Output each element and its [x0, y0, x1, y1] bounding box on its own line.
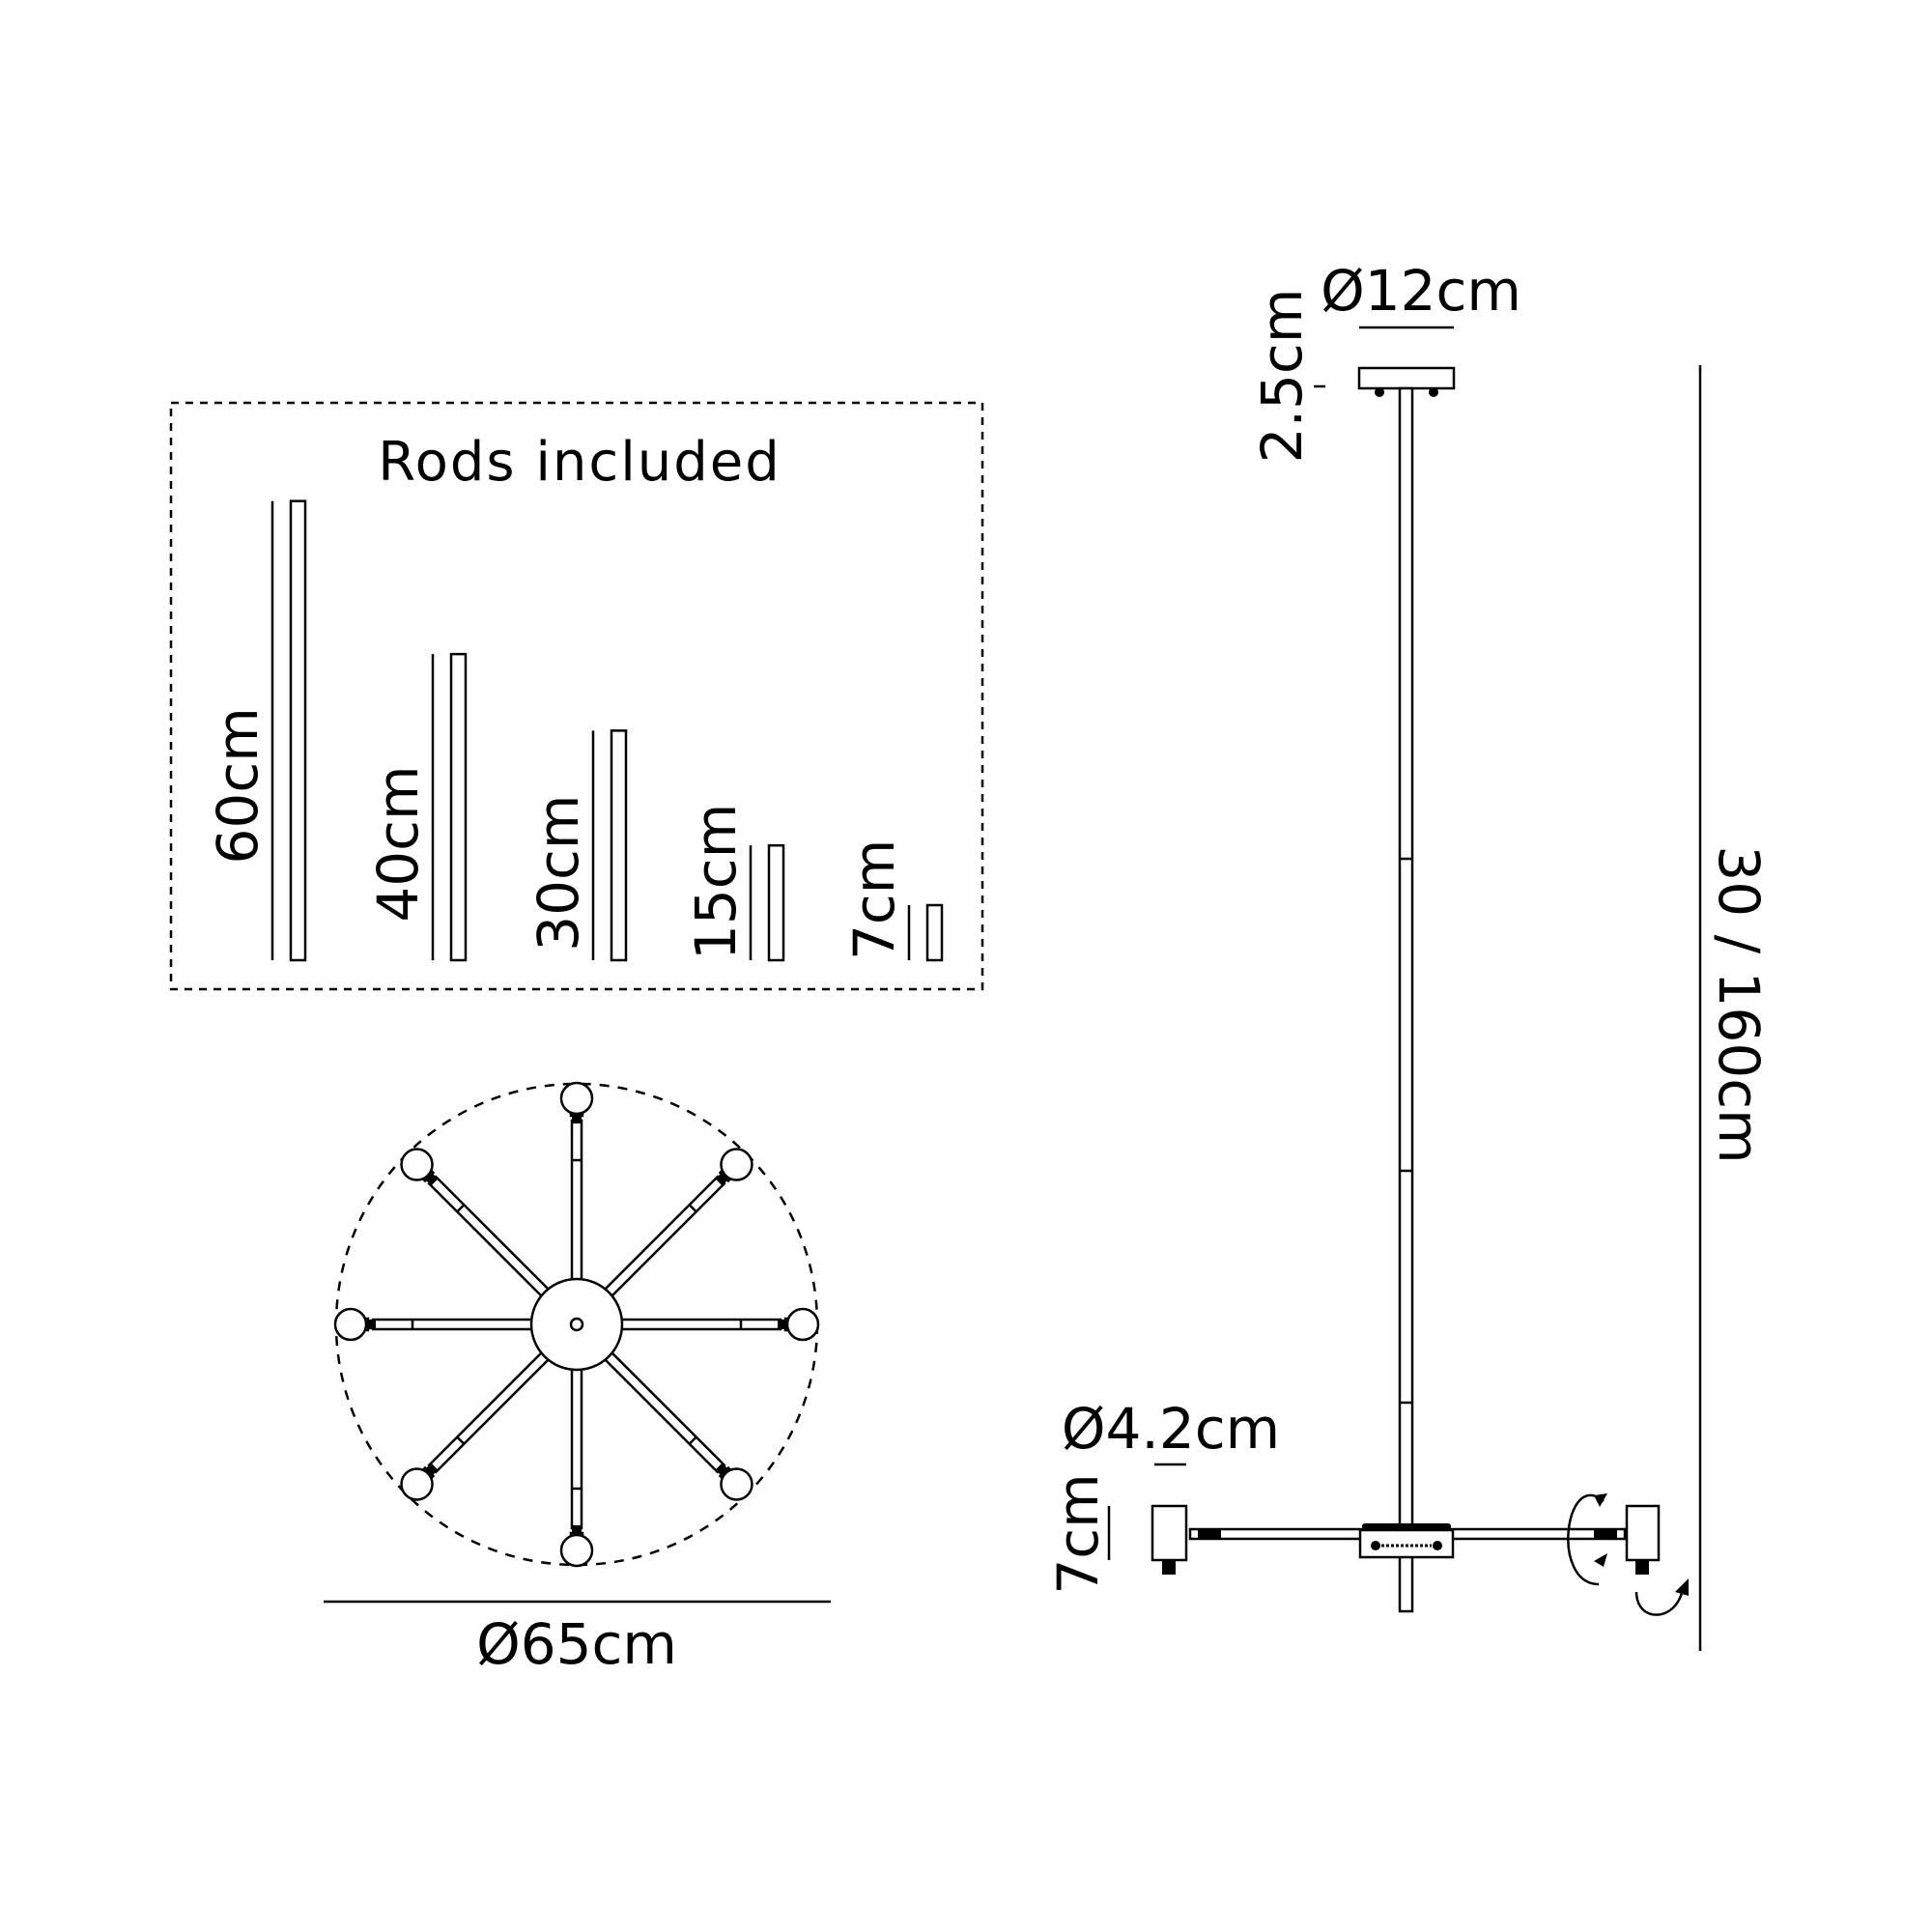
arm-joint: [688, 1435, 697, 1445]
rod-15cm: [767, 843, 785, 962]
hub-bolt: [1433, 1541, 1442, 1550]
arm-knurl: [778, 1320, 787, 1329]
bulb: [785, 1307, 820, 1342]
bulb: [720, 1148, 753, 1181]
rod-30cm: [610, 729, 628, 962]
arm: [602, 1148, 753, 1299]
dashed-panel-border: [169, 401, 984, 991]
arm-rod: [570, 1119, 583, 1283]
rod-7cm: [925, 903, 944, 962]
arm-knurl-left: [1198, 1529, 1221, 1539]
arm: [400, 1148, 552, 1299]
arm-rod: [570, 1366, 583, 1530]
rod-label: 60cm: [205, 707, 270, 864]
arm-joint: [688, 1204, 697, 1213]
arrowhead-icon: [1675, 1578, 1689, 1596]
arm-rod: [602, 1350, 726, 1474]
suspension-rod: [1398, 386, 1414, 1613]
tilt-arrow-icon: [1634, 1588, 1685, 1616]
left-bulb-base: [1162, 1560, 1176, 1575]
canopy-diameter-label: Ø12cm: [1321, 258, 1521, 324]
diameter-label: Ø65cm: [476, 1611, 677, 1677]
rod-label: 7cm: [841, 839, 907, 960]
rods-included-panel: Rods included 60cm 40cm 30cm 15cm 7cm: [169, 401, 984, 991]
arm-rod: [427, 1350, 552, 1474]
rod-label: 15cm: [683, 804, 749, 960]
arm-joint: [456, 1435, 466, 1445]
bulb: [559, 1533, 594, 1568]
arm: [400, 1350, 552, 1501]
arm: [602, 1350, 753, 1501]
top-view: Ø65cm: [324, 1081, 831, 1677]
arm: [618, 1307, 820, 1342]
rod-60cm: [289, 499, 307, 962]
rod-label: 40cm: [365, 765, 431, 922]
rod-40cm: [449, 652, 468, 962]
arm: [333, 1307, 535, 1342]
canopy-height-label: 2.5cm: [1249, 289, 1315, 464]
bulb: [559, 1081, 594, 1116]
arm-rod: [427, 1175, 552, 1299]
hub-top: [1362, 1523, 1451, 1530]
drop-label: 30 / 160cm: [1706, 845, 1772, 1163]
bulb: [720, 1467, 753, 1501]
side-view: Ø12cm 2.5cm Ø4.2cm 7cm: [1045, 258, 1772, 1651]
hub-center: [569, 1317, 584, 1332]
rod-label: 30cm: [526, 795, 591, 952]
hub-bolt: [1371, 1541, 1380, 1550]
arrowhead-icon: [1594, 1553, 1607, 1567]
ceiling-canopy: [1357, 366, 1456, 390]
left-shade: [1151, 1504, 1188, 1562]
bulb: [400, 1467, 434, 1501]
rotate-arrow-icon: [1567, 1493, 1605, 1586]
arm-rod: [618, 1318, 782, 1331]
arm-knurl: [366, 1320, 376, 1329]
canopy-screw: [1429, 387, 1438, 397]
canopy-screw: [1375, 387, 1384, 397]
arm-rod: [602, 1175, 726, 1299]
shade-height-label: 7cm: [1045, 1473, 1111, 1594]
bulb: [400, 1148, 434, 1181]
arm-joint: [456, 1204, 466, 1213]
right-bulb-base: [1635, 1560, 1649, 1575]
rods-title: Rods included: [378, 431, 781, 494]
right-shade: [1625, 1504, 1661, 1562]
arm: [559, 1081, 594, 1283]
arrowhead-icon: [1594, 1493, 1607, 1507]
arm-knurl-right: [1594, 1529, 1617, 1539]
shade-diameter-label: Ø4.2cm: [1062, 1396, 1280, 1462]
bulb: [333, 1307, 368, 1342]
arm-rod: [371, 1318, 535, 1331]
arm: [559, 1366, 594, 1568]
